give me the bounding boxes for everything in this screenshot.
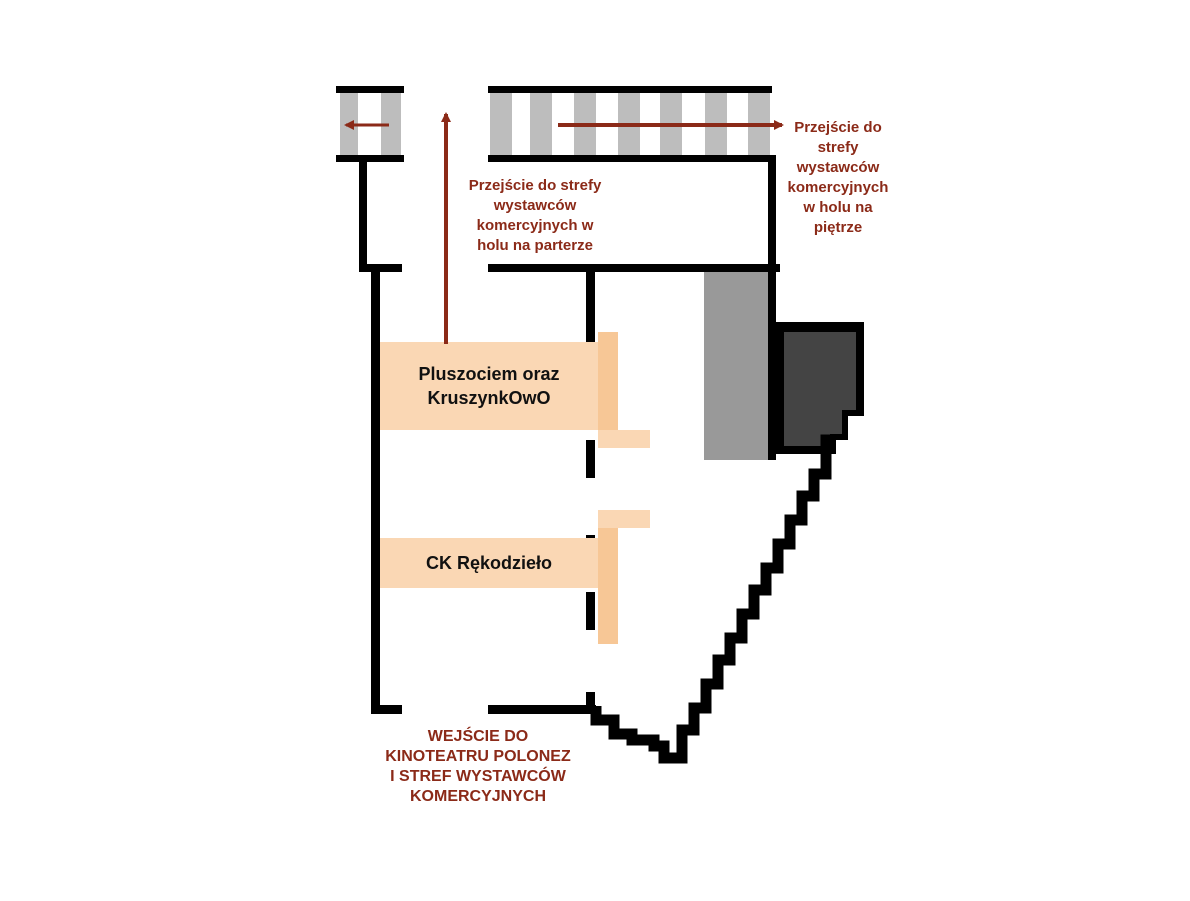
diagonal-wall xyxy=(590,434,836,764)
stage-block xyxy=(704,272,768,460)
walls xyxy=(359,155,780,714)
ground-floor-passage-label: Przejście do strefy wystawców komercyjny… xyxy=(468,177,602,254)
first-floor-passage-label: Przejście do strefy wystawców komercyjny… xyxy=(787,119,889,236)
booth-2 xyxy=(380,510,650,644)
stairs-left xyxy=(336,86,404,162)
booth-2-label: CK Rękodzieło xyxy=(425,553,553,573)
booth-1 xyxy=(380,332,650,448)
booth-1-label: Pluszociem oraz KruszynkOwO xyxy=(418,364,560,408)
entrance-label: WEJŚCIE DO KINOTEATRU POLONEZ I STREF WY… xyxy=(385,728,571,805)
dark-room xyxy=(776,322,864,454)
